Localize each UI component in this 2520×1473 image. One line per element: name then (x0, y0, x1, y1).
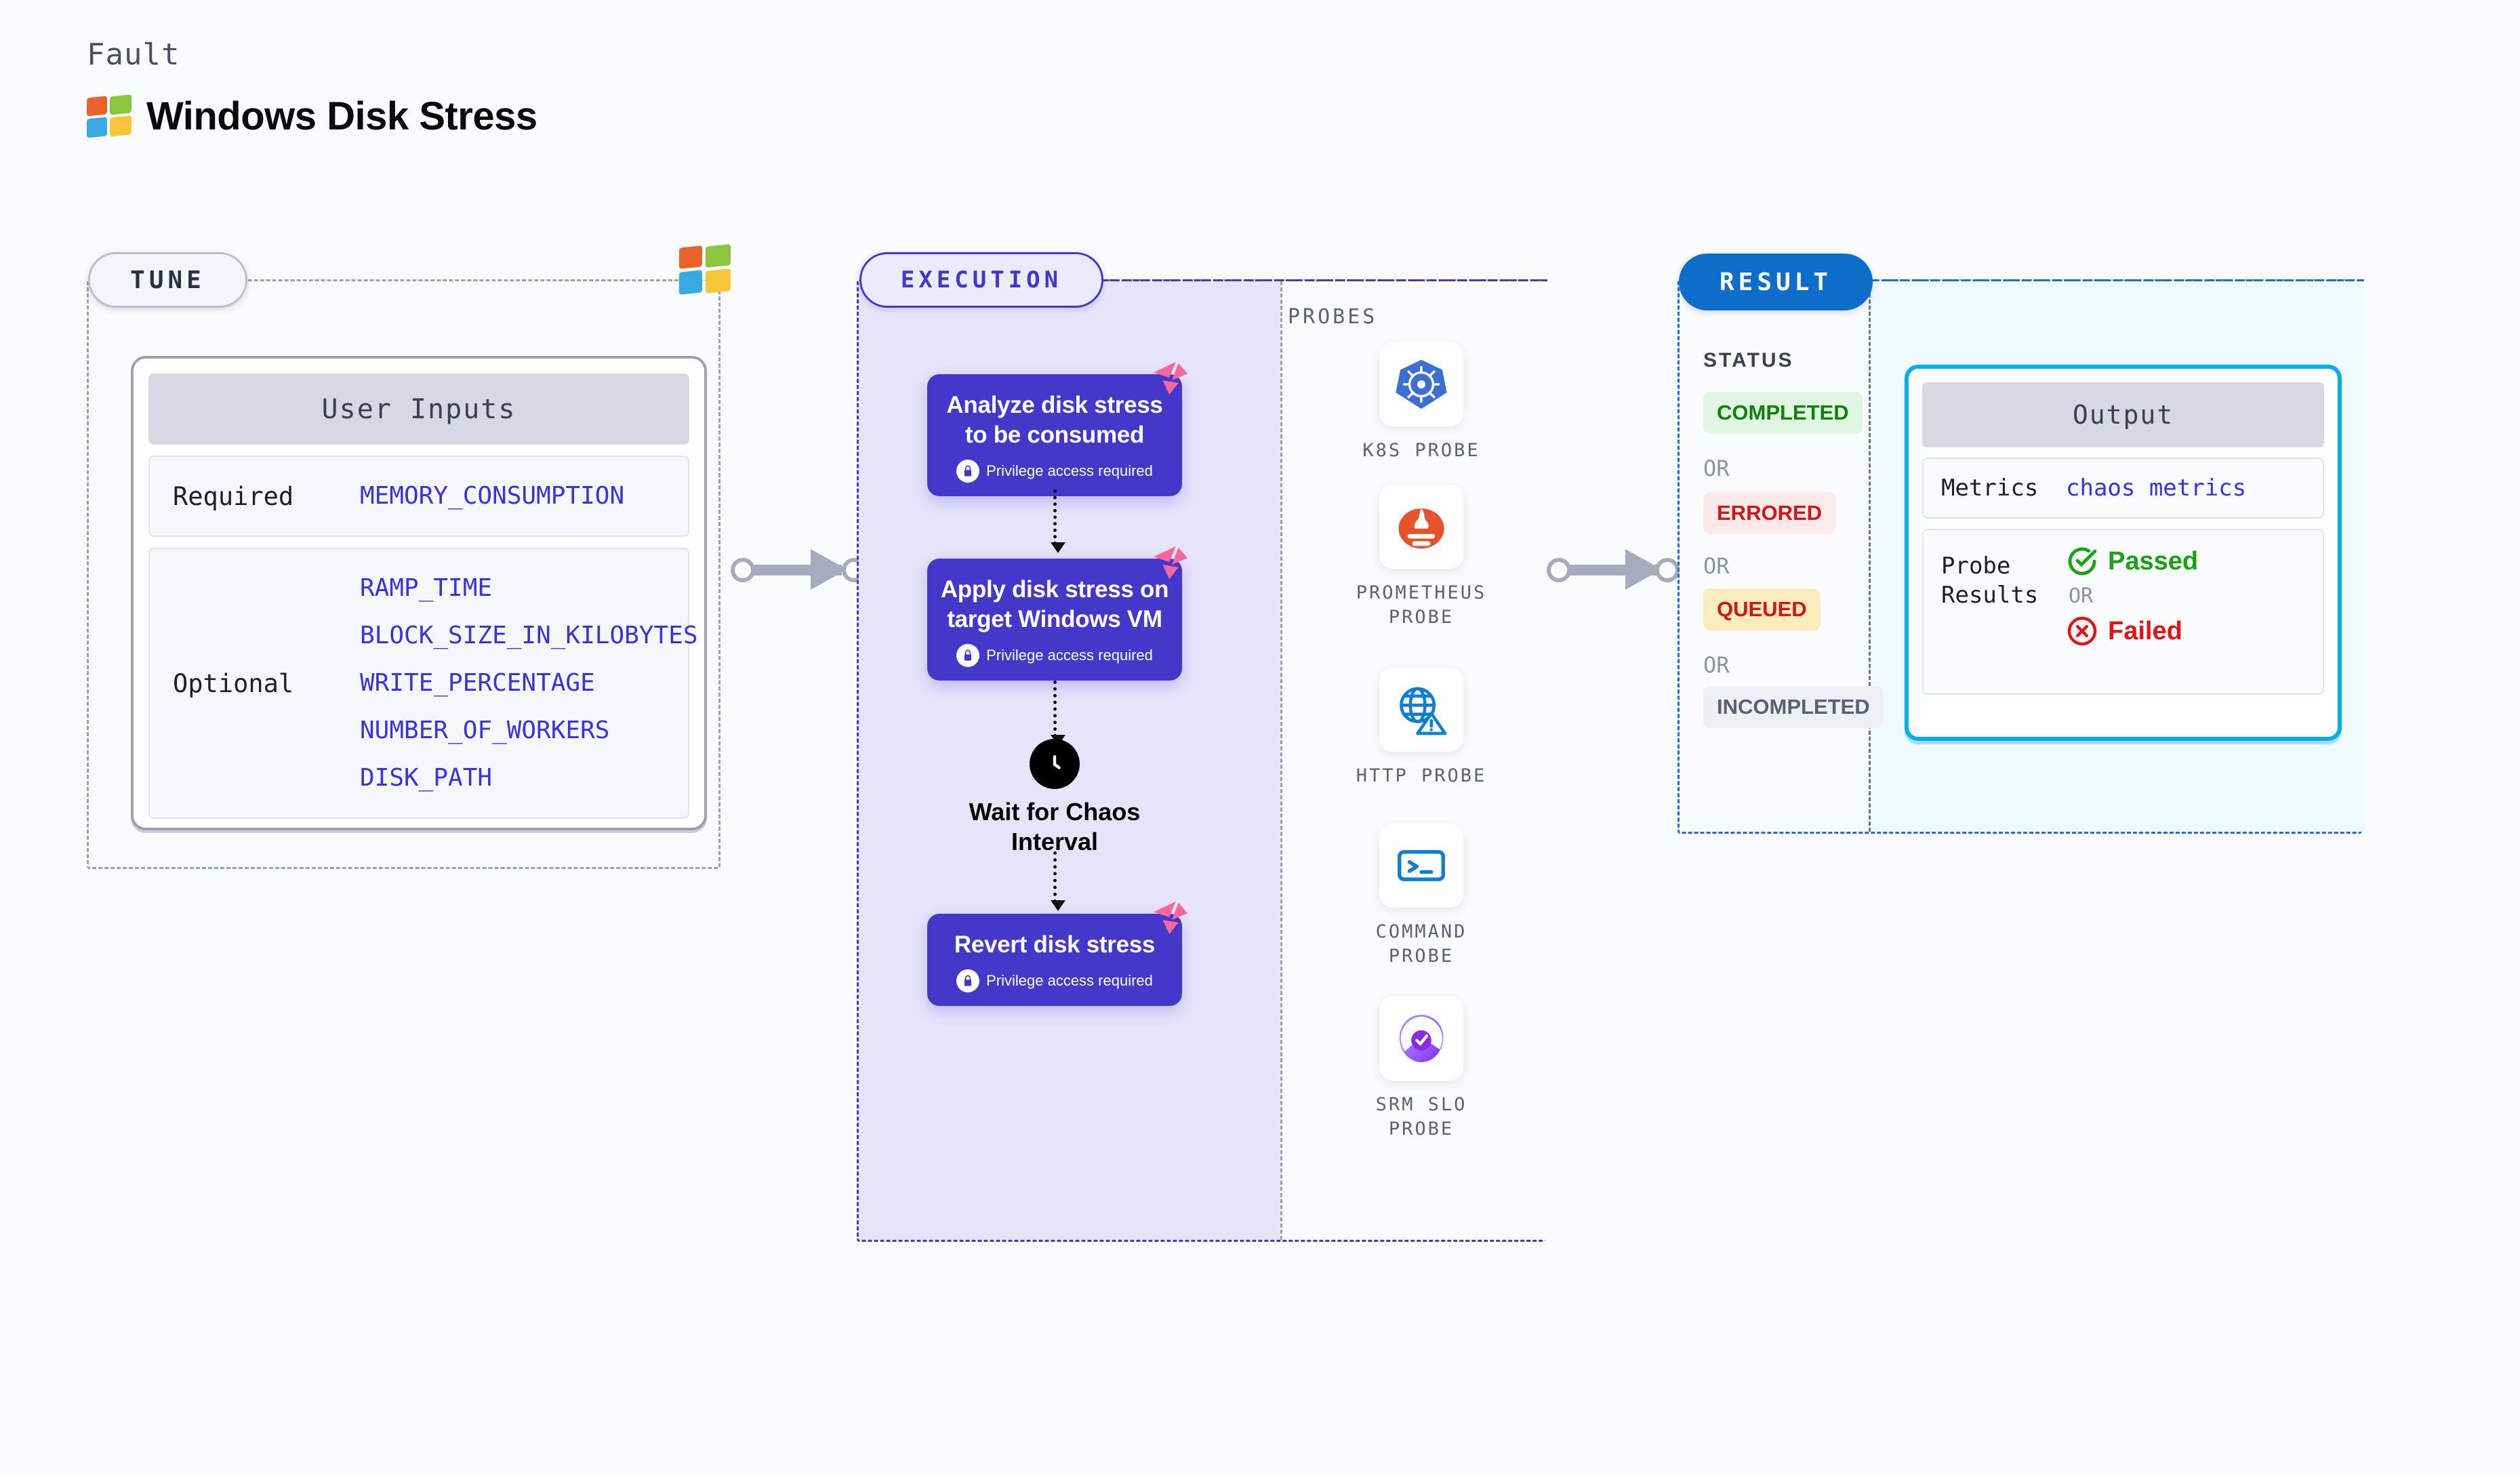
probe-item[interactable]: SRM SLO PROBE (1345, 996, 1497, 1142)
connector-execution-to-result (1547, 549, 1680, 590)
probe-label: K8S PROBE (1362, 440, 1480, 461)
execution-node-title: Apply disk stress on target Windows VM (940, 576, 1169, 632)
flow-arrow (1051, 681, 1065, 746)
windows-logo-icon (87, 94, 131, 138)
input-name[interactable]: RAMP_TIME (360, 573, 493, 602)
stage-label-result[interactable]: RESULT (1679, 254, 1873, 310)
privilege-text: Privilege access required (986, 646, 1153, 664)
status-badge: INCOMPLETED (1703, 686, 1884, 728)
probe-item[interactable]: PROMETHEUS PROBE (1345, 485, 1497, 630)
input-name[interactable]: NUMBER_OF_WORKERS (360, 717, 610, 745)
http-globe-warning-icon (1379, 668, 1463, 752)
litmus-chaos-icon (1153, 361, 1188, 395)
kubernetes-icon (1379, 342, 1463, 426)
or-label: OR (1703, 652, 1730, 678)
srm-slo-icon (1379, 996, 1463, 1081)
probe-results-values: Passed OR Failed (2066, 545, 2198, 679)
check-circle-icon (2068, 547, 2097, 576)
status-badge: ERRORED (1703, 492, 1836, 534)
lock-icon (956, 459, 980, 483)
stage-label-execution[interactable]: EXECUTION (859, 252, 1103, 308)
clock-icon (1030, 739, 1080, 789)
x-circle-icon (2067, 616, 2097, 646)
required-inputs-section: Required MEMORY_CONSUMPTION (148, 456, 689, 537)
or-label: OR (2069, 584, 2094, 608)
probe-label: SRM SLO PROBE (1375, 1094, 1467, 1140)
failed-label: Failed (2108, 616, 2182, 645)
status-badge: COMPLETED (1703, 392, 1863, 434)
connector-tune-to-execution (731, 549, 866, 590)
probe-results-row: Probe Results Passed OR Failed (1922, 529, 2324, 695)
input-name[interactable]: DISK_PATH (360, 764, 493, 792)
privilege-note: Privilege access required (939, 459, 1170, 483)
lock-icon (956, 969, 980, 992)
optional-values: RAMP_TIME BLOCK_SIZE_IN_KILOBYTES WRITE_… (360, 565, 698, 803)
input-name[interactable]: MEMORY_CONSUMPTION (360, 481, 625, 510)
probe-item[interactable]: HTTP PROBE (1345, 668, 1497, 788)
probes-title: PROBES (1288, 305, 1378, 329)
status-column (1680, 281, 1871, 832)
fault-eyebrow: Fault (87, 37, 180, 72)
output-card: Output Metrics chaos metrics Probe Resul… (1905, 365, 2342, 741)
flow-arrow (1051, 851, 1065, 911)
metrics-row: Metrics chaos metrics (1922, 458, 2324, 519)
windows-logo-icon (679, 244, 731, 295)
prometheus-icon (1379, 485, 1463, 569)
page-header: Fault Windows Disk Stress (87, 37, 537, 139)
output-title: Output (1922, 382, 2324, 447)
status-badge: QUEUED (1703, 588, 1821, 630)
privilege-text: Privilege access required (986, 971, 1153, 989)
passed-label: Passed (2108, 546, 2199, 576)
lock-icon (956, 643, 980, 667)
probe-result-failed: Failed (2066, 615, 2198, 647)
stage-tune: User Inputs Required MEMORY_CONSUMPTION … (87, 279, 720, 869)
metrics-value[interactable]: chaos metrics (2066, 475, 2247, 502)
input-name[interactable]: BLOCK_SIZE_IN_KILOBYTES (360, 621, 698, 649)
status-title: STATUS (1703, 349, 1794, 371)
stage-label-tune[interactable]: TUNE (88, 252, 247, 308)
execution-node[interactable]: Revert disk stress Privilege access requ… (927, 901, 1188, 1006)
probe-item[interactable]: COMMAND PROBE (1345, 824, 1497, 969)
input-name[interactable]: WRITE_PERCENTAGE (360, 668, 595, 697)
wait-for-chaos-interval-node: Wait for Chaos Interval (927, 739, 1182, 857)
page-title: Windows Disk Stress (146, 94, 537, 138)
or-label: OR (1703, 553, 1730, 579)
privilege-note: Privilege access required (939, 643, 1170, 667)
title-row: Windows Disk Stress (87, 94, 537, 139)
or-label: OR (1703, 456, 1730, 481)
flow-arrow (1051, 489, 1065, 553)
optional-label: Optional (173, 668, 294, 698)
metrics-label: Metrics (1941, 474, 2039, 502)
probe-label: PROMETHEUS PROBE (1356, 582, 1487, 628)
probe-item[interactable]: K8S PROBE (1345, 342, 1497, 463)
wait-label: Wait for Chaos Interval (969, 798, 1141, 855)
probe-results-label: Probe Results (1941, 552, 2039, 609)
execution-node[interactable]: Analyze disk stress to be consumed Privi… (927, 361, 1188, 496)
probe-result-passed: Passed (2066, 545, 2198, 578)
execution-node-title: Revert disk stress (954, 931, 1156, 958)
optional-inputs-section: Optional RAMP_TIME BLOCK_SIZE_IN_KILOBYT… (148, 548, 698, 819)
user-inputs-title: User Inputs (148, 374, 689, 445)
required-label: Required (173, 481, 294, 511)
terminal-icon (1379, 824, 1463, 908)
probe-label: COMMAND PROBE (1375, 921, 1467, 967)
litmus-chaos-icon (1153, 901, 1188, 935)
privilege-text: Privilege access required (986, 462, 1153, 479)
probe-label: HTTP PROBE (1356, 765, 1487, 786)
user-inputs-card: User Inputs Required MEMORY_CONSUMPTION … (131, 356, 707, 830)
required-values: MEMORY_CONSUMPTION (360, 472, 624, 520)
execution-node[interactable]: Apply disk stress on target Windows VM P… (927, 546, 1188, 681)
execution-node-title: Analyze disk stress to be consumed (946, 392, 1163, 448)
privilege-note: Privilege access required (939, 969, 1170, 992)
litmus-chaos-icon (1153, 546, 1188, 580)
